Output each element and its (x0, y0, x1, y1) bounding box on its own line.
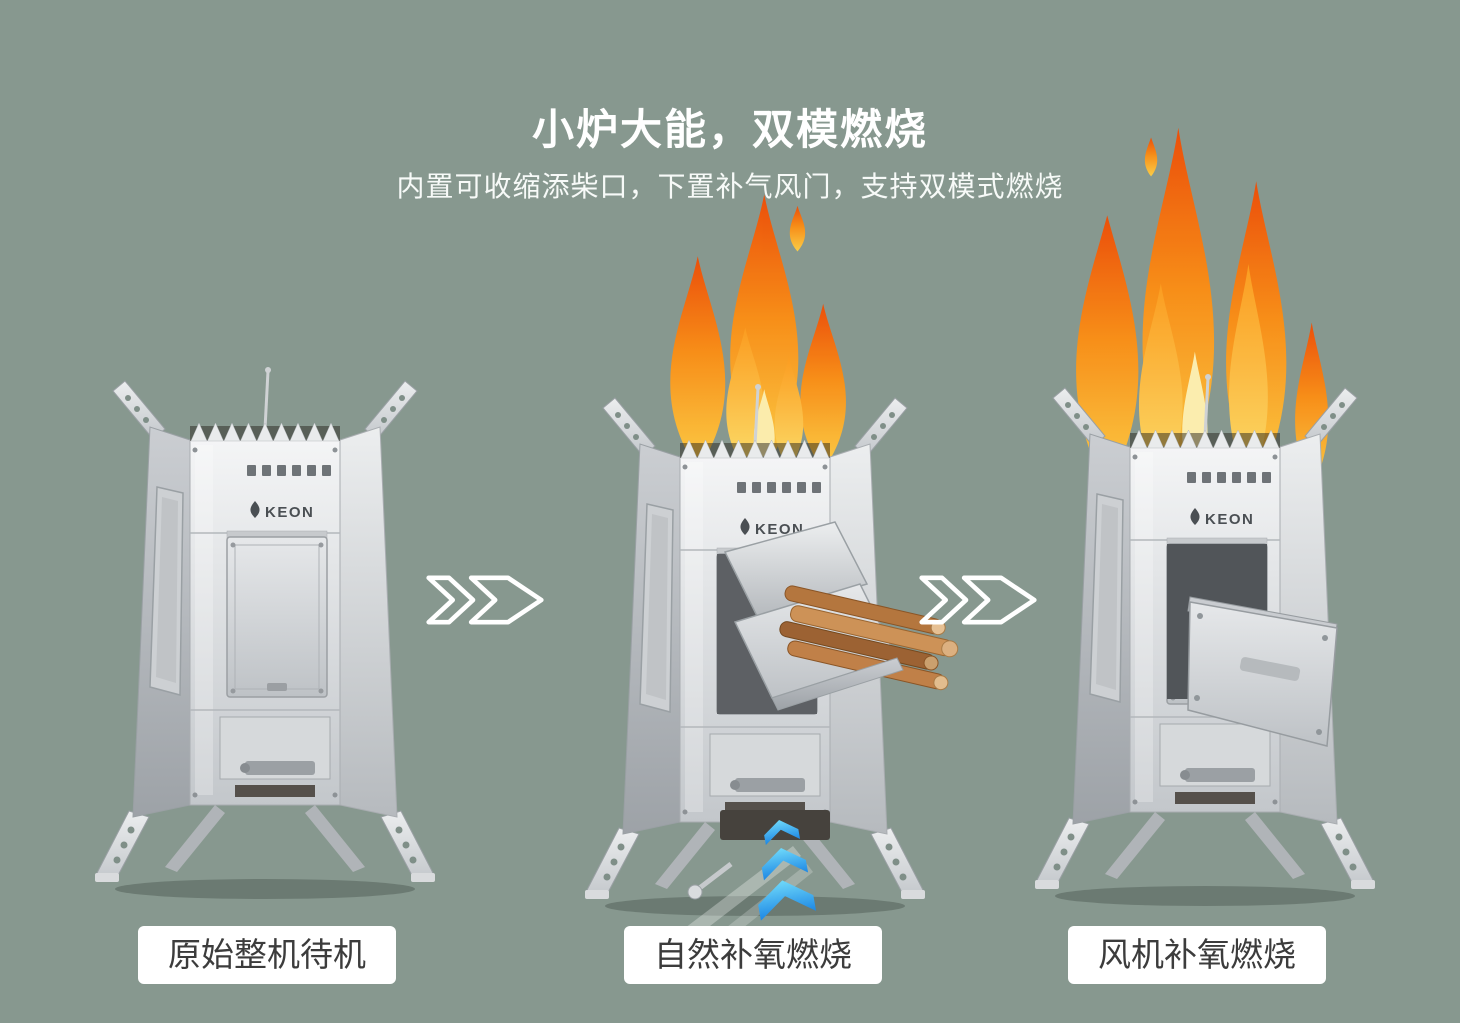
step-arrow-icon (426, 575, 544, 625)
damper-lever (687, 862, 733, 900)
step-arrow-icon (919, 575, 1037, 625)
stage-label-fan: 风机补氧燃烧 (1068, 926, 1326, 984)
page-subtitle: 内置可收缩添柴口，下置补气风门，支持双模式燃烧 (396, 171, 1064, 202)
stove-illustration-standby (95, 365, 435, 901)
airflow-arrows-icon (758, 819, 817, 921)
stage-label-natural: 自然补氧燃烧 (624, 926, 882, 984)
stove-illustration-fan (1035, 372, 1375, 908)
wood-sticks (779, 585, 959, 691)
stage-label-standby: 原始整机待机 (138, 926, 396, 984)
stove-illustration-natural (585, 382, 959, 932)
open-door-flap (1167, 544, 1338, 747)
page-title: 小炉大能，双模燃烧 (531, 106, 928, 153)
